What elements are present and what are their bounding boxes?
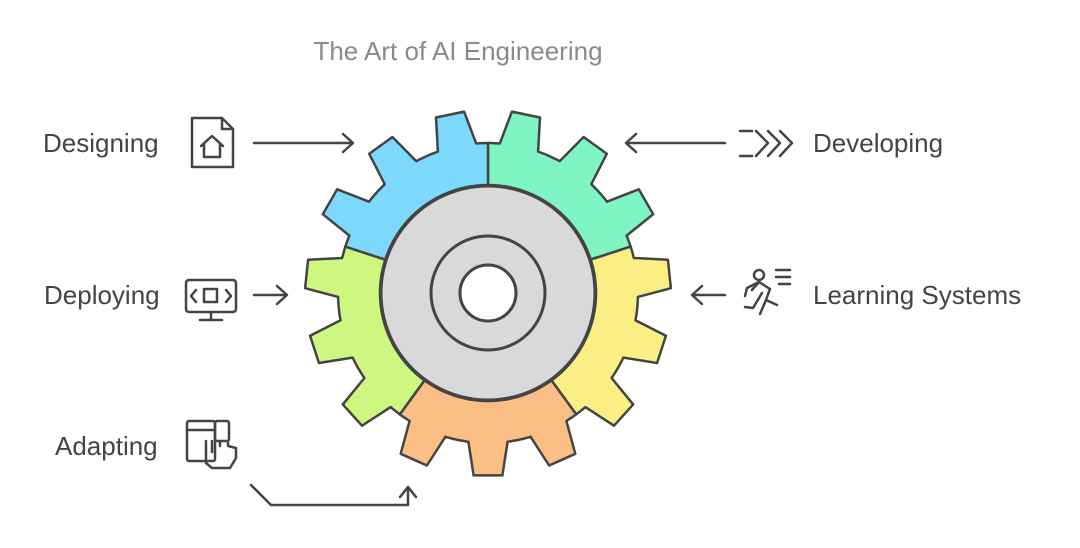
adapting-arrow — [249, 483, 418, 507]
deploying-arrow — [252, 284, 289, 306]
label-adapting: Adapting — [55, 431, 158, 461]
running-person-icon — [743, 268, 792, 316]
developing-arrow — [624, 132, 727, 154]
designing-arrow — [252, 132, 355, 154]
title-text: The Art of AI Engineering — [313, 36, 603, 66]
label-developing: Developing — [813, 128, 944, 158]
file-home-icon — [190, 116, 235, 169]
devices-touch-icon — [185, 419, 238, 470]
label-learning-systems: Learning Systems — [813, 280, 1022, 310]
learning-arrow — [690, 284, 727, 306]
monitor-code-icon — [184, 278, 238, 322]
label-deploying: Deploying — [44, 280, 160, 310]
diagram-title: The Art of AI Engineering — [0, 36, 1000, 67]
label-designing: Designing — [43, 128, 159, 158]
forward-arrows-icon — [738, 129, 794, 158]
gear-axle-hole — [458, 263, 518, 323]
